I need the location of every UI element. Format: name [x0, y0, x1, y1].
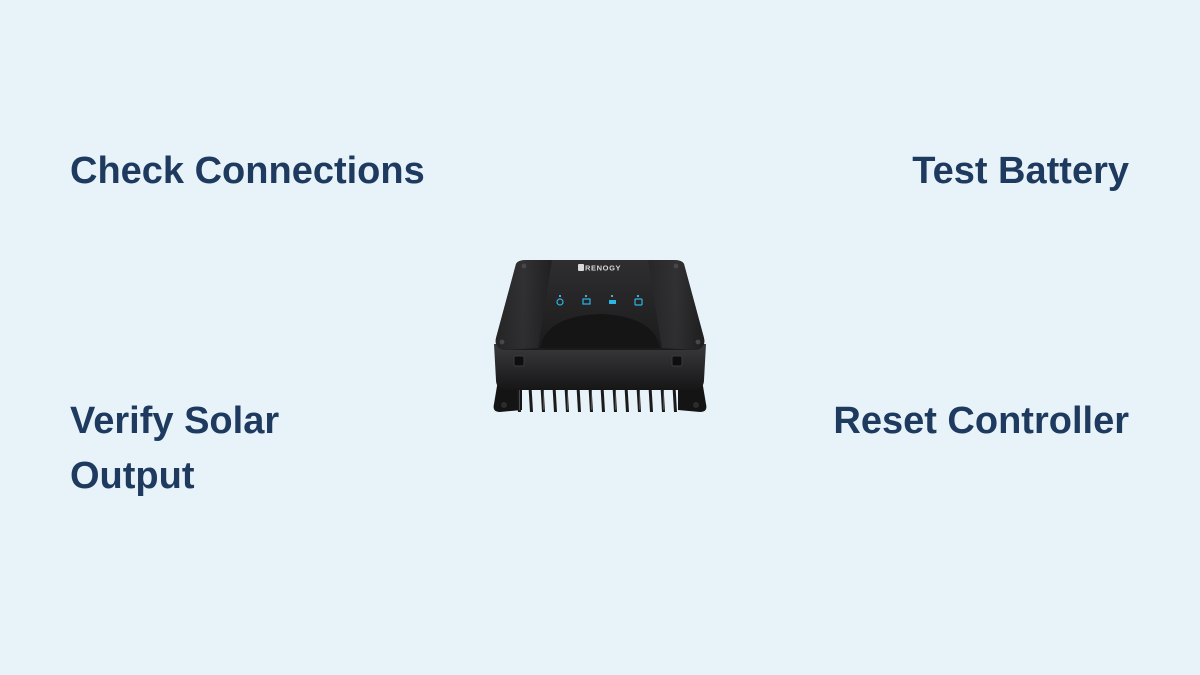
flange-hole-left: [501, 402, 507, 408]
screw-tl: [521, 263, 527, 269]
charge-led-icon: [609, 300, 616, 304]
screw-tr: [673, 263, 679, 269]
brand-logo-mark: [578, 264, 584, 271]
flange-hole-right: [693, 402, 699, 408]
solar-led-icon: [556, 298, 564, 306]
right-port: [671, 355, 683, 367]
load-led-icon: [634, 298, 643, 306]
step-verify-solar-output: Verify Solar Output: [70, 400, 280, 497]
solar-charge-controller-image: RENOGY: [488, 252, 712, 420]
enclosure-lower: [494, 344, 706, 390]
right-side-panel: [648, 260, 705, 350]
step-check-connections: Check Connections: [70, 150, 425, 192]
battery-led-icon: [582, 298, 591, 305]
status-indicators: [556, 295, 643, 306]
screw-br: [695, 339, 701, 345]
front-arch: [540, 314, 660, 348]
solar-charge-controller-icon: RENOGY: [493, 260, 707, 412]
left-port: [513, 355, 525, 367]
step-reset-controller: Reset Controller: [833, 400, 1129, 442]
left-side-panel: [495, 260, 552, 350]
screw-bl: [499, 339, 505, 345]
heatsink-highlights: [519, 382, 664, 410]
step-test-battery: Test Battery: [912, 150, 1129, 192]
brand-label: RENOGY: [585, 264, 621, 273]
